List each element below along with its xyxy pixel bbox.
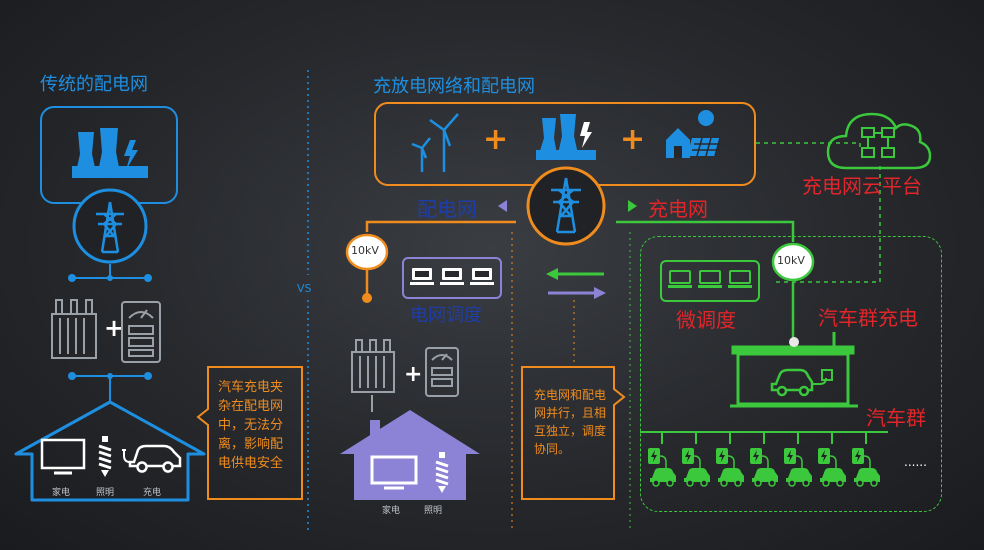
- power-plant-icon: [72, 128, 148, 178]
- label-appliance-left: 家电: [52, 488, 71, 498]
- exchange-arrows-icon: [546, 268, 606, 299]
- voltage-label-left: 10kV: [351, 244, 379, 257]
- plus-sign-middle: +: [404, 362, 423, 387]
- dispatch-label: 电网调度: [410, 305, 482, 326]
- left-note: 汽车充电夹杂在配电网中，无法分离，影响配电供电安全: [218, 380, 284, 471]
- tv-icon-middle: [370, 455, 418, 490]
- right-triangle-icon: [628, 200, 637, 212]
- power-plant-icon-middle: [536, 114, 596, 160]
- ev-car-icon: [122, 444, 182, 473]
- label-lighting-middle: 照明: [424, 506, 443, 516]
- transmission-tower-icon: [96, 201, 124, 254]
- charging-station-icon: [730, 332, 858, 408]
- group-charging-area: [640, 236, 942, 512]
- label-charging-left: 充电: [143, 488, 162, 498]
- house-outline: [14, 400, 206, 502]
- middle-title: 充放电网络和配电网: [373, 76, 535, 97]
- car-group-ellipsis: ......: [904, 455, 927, 469]
- micro-dispatch-computers-icon: [668, 270, 752, 288]
- middle-note: 充电网和配电网并行，且相互独立，调度协同。: [534, 388, 607, 456]
- dispatch-computers-icon: [410, 268, 494, 285]
- substation-circle: [72, 188, 148, 264]
- label-lighting-left: 照明: [96, 488, 115, 498]
- meter-icon-middle: [425, 347, 459, 397]
- bulb-icon: [98, 436, 112, 477]
- left-triangle-icon: [498, 200, 507, 212]
- central-tower-icon: [551, 177, 581, 234]
- transformer-icon: [51, 299, 97, 359]
- voltage-badge-left: [345, 233, 389, 271]
- vs-label: VS: [297, 282, 312, 295]
- bulb-icon-middle: [435, 452, 449, 493]
- vs-divider: [307, 70, 309, 530]
- voltage-label-right: 10kV: [777, 254, 805, 267]
- car-group-label: 汽车群: [866, 406, 926, 430]
- meter-icon: [121, 301, 161, 363]
- plus-sign-1: +: [483, 122, 509, 157]
- micro-dispatch-label: 微调度: [676, 308, 736, 332]
- wind-turbine-icon: [411, 113, 459, 172]
- car-group-bus: [640, 431, 888, 444]
- group-charging-label: 汽车群充电: [818, 306, 918, 330]
- left-title: 传统的配电网: [40, 74, 148, 95]
- dispatch-box: [402, 257, 502, 299]
- charging-grid-label: 充电网: [648, 197, 708, 221]
- micro-dispatch-box: [660, 260, 760, 302]
- plus-sign-left: +: [104, 314, 125, 342]
- ev-charger-icons: [647, 447, 881, 487]
- plus-sign-2: +: [620, 122, 646, 157]
- transformer-icon-middle: [351, 339, 395, 393]
- left-connector-bottom: [68, 372, 152, 402]
- label-appliance-middle: 家电: [382, 506, 401, 516]
- cloud-icon: [826, 112, 932, 170]
- cloud-platform-label: 充电网云平台: [802, 174, 922, 198]
- solar-house-icon: [666, 110, 722, 158]
- middle-note-frame: [521, 366, 626, 500]
- tv-icon: [40, 438, 86, 475]
- central-tower-circle: [526, 166, 606, 246]
- distribution-grid-label: 配电网: [417, 197, 477, 221]
- left-note-frame: [196, 366, 303, 500]
- left-connector-top: [68, 264, 152, 282]
- voltage-badge-right: [771, 242, 815, 282]
